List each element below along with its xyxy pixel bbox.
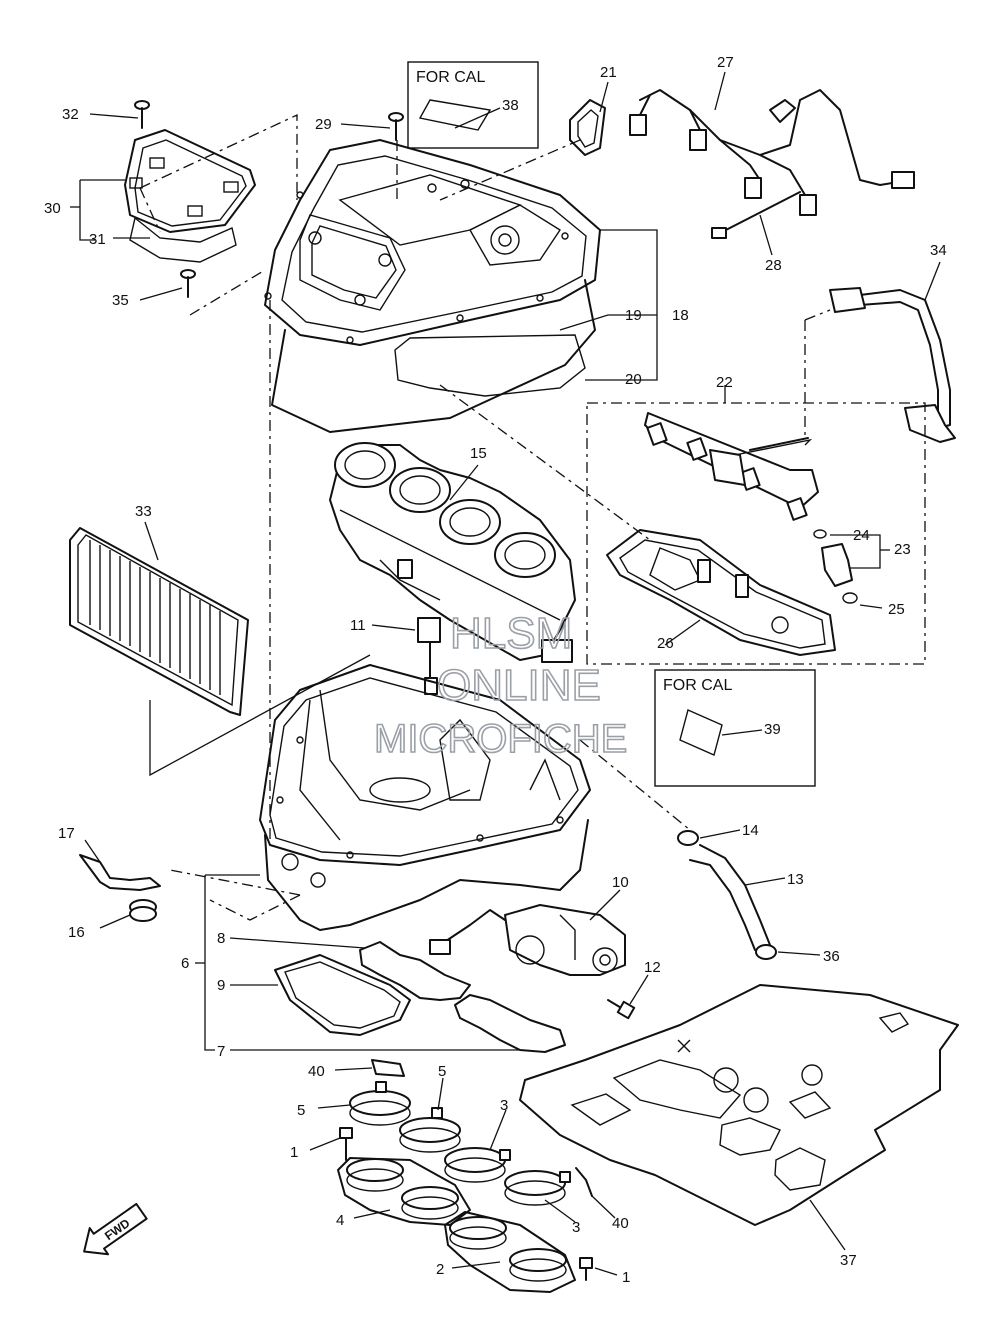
fuel-rail (644, 412, 819, 521)
callout-25: 25 (888, 601, 905, 618)
callout-8: 8 (217, 930, 225, 947)
callout-16: 16 (68, 924, 85, 941)
callout-23: 23 (894, 541, 911, 558)
throttle-cover-26 (606, 529, 836, 656)
callout-12: 12 (644, 959, 661, 976)
callout-10: 10 (612, 874, 629, 891)
callout-40-lower: 40 (612, 1215, 629, 1232)
callout-5-right: 5 (438, 1063, 446, 1080)
callout-11: 11 (350, 617, 366, 634)
callout-14: 14 (742, 822, 759, 839)
callout-37: 37 (840, 1252, 857, 1269)
band-3-upper (444, 1147, 511, 1183)
hose-clip-40-lower (575, 1167, 593, 1197)
for-cal-label-1: FOR CAL (416, 69, 485, 86)
callout-32: 32 (62, 106, 79, 123)
air-filter-case-cover (264, 139, 601, 433)
callout-5-left: 5 (297, 1102, 305, 1119)
air-filter-33 (69, 527, 249, 716)
callout-13: 13 (787, 871, 804, 888)
screw-1-lower (579, 1257, 593, 1281)
damper-16 (129, 899, 157, 922)
callout-7: 7 (217, 1043, 225, 1060)
callout-21: 21 (600, 64, 617, 81)
callout-20: 20 (625, 371, 642, 388)
callout-9: 9 (217, 977, 225, 994)
callout-6: 6 (181, 955, 189, 972)
screw-35 (180, 269, 196, 298)
callout-33: 33 (135, 503, 152, 520)
joint-2 (444, 1211, 576, 1293)
cover-panel (124, 129, 256, 263)
watermark-line-2: ONLINE (437, 661, 601, 710)
watermark: HLSM ONLINE MICROFICHE (373, 608, 628, 762)
hose-clip-40-upper (371, 1059, 405, 1077)
hose-13 (677, 830, 777, 960)
callout-1-upper: 1 (290, 1144, 298, 1161)
callout-28: 28 (765, 257, 782, 274)
band-3-lower (504, 1170, 571, 1206)
watermark-line-1: HLSM (450, 609, 572, 658)
callout-1-lower: 1 (622, 1269, 630, 1286)
callout-4: 4 (336, 1212, 344, 1229)
fwd-arrow: FWD (83, 1202, 148, 1256)
gasket-9 (274, 954, 411, 1036)
leader-lines (70, 71, 941, 1276)
grommet-21 (569, 99, 606, 156)
gasket-8 (359, 941, 471, 1001)
assembly-lines (139, 113, 831, 921)
callout-19: 19 (625, 307, 642, 324)
screw-29 (388, 112, 404, 141)
callout-numbers: 1 1 2 3 3 4 5 5 6 7 8 9 10 11 12 13 14 1… (44, 54, 947, 1286)
watermark-line-3: MICROFICHE (374, 717, 627, 761)
for-cal-label-2: FOR CAL (663, 677, 732, 694)
throttle-bodies-15 (329, 442, 576, 663)
fuel-rail-group-box (586, 402, 926, 665)
callout-22: 22 (716, 374, 733, 391)
callout-34: 34 (930, 242, 947, 259)
gasket-7 (454, 994, 566, 1053)
callout-15: 15 (470, 445, 487, 462)
callout-31: 31 (89, 231, 106, 248)
callout-2: 2 (436, 1261, 444, 1278)
cable-tie-28 (711, 191, 801, 239)
callout-17: 17 (58, 825, 75, 842)
callout-26: 26 (657, 635, 674, 652)
air-filter-mesh (89, 540, 221, 695)
callout-40-upper: 40 (308, 1063, 325, 1080)
joint-4 (337, 1157, 471, 1226)
cover-plate-37 (519, 984, 959, 1226)
callout-3-lower: 3 (572, 1219, 580, 1236)
callout-18: 18 (672, 307, 689, 324)
callout-39: 39 (764, 721, 781, 738)
callout-27: 27 (717, 54, 734, 71)
callout-24: 24 (853, 527, 870, 544)
for-cal-box-2: FOR CAL (654, 669, 816, 787)
band-5-lower (399, 1107, 461, 1153)
callout-29: 29 (315, 116, 332, 133)
screw-32 (134, 100, 150, 129)
fuel-hose-34 (829, 287, 956, 443)
fuel-injector-23 (813, 529, 858, 604)
screw-12 (607, 999, 636, 1020)
bracket-17 (79, 854, 161, 891)
callout-30: 30 (44, 200, 61, 217)
wire-harness-27 (629, 89, 915, 216)
air-filter-case (259, 664, 591, 931)
band-5-upper (349, 1081, 411, 1126)
for-cal-box-1: FOR CAL (407, 61, 539, 149)
screw-1-upper (339, 1127, 353, 1161)
callout-3-upper: 3 (500, 1097, 508, 1114)
callout-36: 36 (823, 948, 840, 965)
valve-10 (429, 904, 626, 976)
callout-35: 35 (112, 292, 129, 309)
callout-38: 38 (502, 97, 519, 114)
